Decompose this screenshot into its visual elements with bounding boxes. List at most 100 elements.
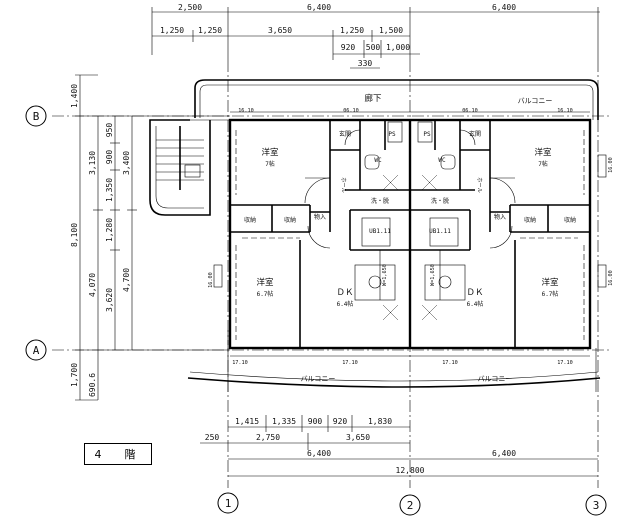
level-b: W=1,650 [430, 264, 436, 286]
bottom-dimensions: 1,415 1,335 900 920 1,830 250 2,750 3,65… [200, 415, 598, 477]
label-storage-ll: 収納 [244, 216, 256, 224]
label-entrance-right: 玄関 [469, 130, 481, 138]
dim-500: 500 [366, 43, 381, 52]
label-dk-left: ＤＫ [336, 288, 353, 298]
fh-bottom-1: 17.10 [232, 360, 248, 366]
label-wc-right: WC [438, 157, 446, 164]
label-hall-left: ホール [340, 177, 347, 193]
fh-bottom-4: 17.10 [557, 360, 573, 366]
axis-lines [52, 60, 610, 488]
fh-top-mid: 06.10 [343, 108, 359, 114]
dim-1350: 1,350 [105, 178, 114, 202]
dim-2750: 2,750 [256, 433, 280, 442]
svg-text:A: A [33, 344, 40, 357]
fh-top-right: 16.10 [557, 108, 573, 114]
label-storage-rr: 収納 [564, 216, 576, 224]
area-western-room-lr: 6.7帖 [542, 290, 559, 298]
dim-6906: 690.6 [88, 373, 97, 397]
axis-bubble-a: A [25, 339, 47, 361]
building-walls [187, 79, 601, 392]
label-closet-right: 物入 [494, 213, 506, 221]
label-ps-left: PS [388, 131, 396, 138]
axis-bubble-1: 1 [217, 492, 239, 514]
area-western-room-ul: 7帖 [265, 160, 275, 168]
dim-1700: 1,700 [70, 363, 79, 387]
dim-top-6400a: 6,400 [307, 3, 331, 12]
dim-6400d: 6,400 [492, 449, 516, 458]
dim-900b: 900 [308, 417, 323, 426]
dim-3620: 3,620 [105, 288, 114, 312]
fh-bottom-2: 17.10 [342, 360, 358, 366]
top-dimensions: 2,500 6,400 6,400 1,250 1,250 3,650 1,25… [151, 3, 600, 69]
right-unit-partitions [213, 119, 607, 348]
dim-920: 920 [341, 43, 356, 52]
fh-side-right-upper: 16.00 [608, 157, 614, 173]
dim-1250b: 1,250 [198, 26, 222, 35]
level-a: W=1,650 [382, 264, 388, 286]
label-closet-left: 物入 [314, 213, 326, 221]
staircase [149, 119, 230, 216]
dim-1250a: 1,250 [160, 26, 184, 35]
dim-4070: 4,070 [88, 273, 97, 297]
left-dimensions: 1,400 8,100 1,700 3,130 4,070 690.6 950 … [70, 74, 230, 401]
area-dk-left: 6.4帖 [337, 300, 354, 308]
fh-bottom-3: 17.10 [442, 360, 458, 366]
label-ps-right: PS [423, 131, 431, 138]
dim-1400: 1,400 [70, 84, 79, 108]
dim-920b: 920 [333, 417, 348, 426]
label-balcony-top: バルコニー [518, 97, 553, 105]
room-labels: 廊下 バルコニー 洋室 7帖 洋室 7帖 洋室 6.7帖 洋室 6.7帖 ＤＫ … [208, 93, 614, 383]
label-western-room-lr: 洋室 [541, 277, 559, 288]
label-ub-right: UB1.11 [429, 228, 451, 235]
fh-side-right-lower: 16.00 [608, 270, 614, 286]
label-storage-lr: 収納 [284, 216, 296, 224]
label-storage-rl: 収納 [524, 216, 536, 224]
dim-top-2500: 2,500 [178, 3, 202, 12]
area-western-room-ll: 6.7帖 [257, 290, 274, 298]
dim-6400c: 6,400 [307, 449, 331, 458]
dim-8100: 8,100 [70, 223, 79, 247]
label-wc-left: WC [374, 157, 382, 164]
dim-250: 250 [205, 433, 220, 442]
dim-900: 900 [105, 150, 114, 165]
label-balcony-left: バルコニー [301, 375, 336, 383]
label-washroom-right: 洗・脱 [431, 197, 449, 205]
fh-side-left: 16.00 [208, 272, 214, 288]
dim-1830: 1,830 [368, 417, 392, 426]
axis-bubble-b: B [25, 105, 47, 127]
label-western-room-ll: 洋室 [256, 277, 274, 288]
svg-text:3: 3 [593, 499, 600, 512]
dim-330: 330 [358, 59, 373, 68]
svg-text:B: B [33, 110, 40, 123]
dim-1250c: 1,250 [340, 26, 364, 35]
dim-3650b: 3,650 [346, 433, 370, 442]
label-ub-left: UB1.11 [369, 228, 391, 235]
label-dk-right: ＤＫ [466, 288, 483, 298]
area-dk-right: 6.4帖 [467, 300, 484, 308]
label-western-room-ur: 洋室 [534, 147, 552, 158]
dim-950: 950 [105, 123, 114, 138]
axis-bubble-3: 3 [585, 494, 607, 516]
label-hall-right: ホール [476, 177, 483, 193]
area-western-room-ur: 7帖 [538, 160, 548, 168]
fh-top-mid-right: 06.10 [462, 108, 478, 114]
dim-12800: 12,800 [396, 466, 425, 475]
left-unit-partitions [227, 119, 410, 348]
dim-1415: 1,415 [235, 417, 259, 426]
label-washroom-left: 洗・脱 [371, 197, 389, 205]
label-western-room-ul: 洋室 [261, 147, 279, 158]
dim-1335: 1,335 [272, 417, 296, 426]
svg-text:1: 1 [225, 497, 232, 510]
label-entrance-left: 玄関 [339, 130, 351, 138]
dim-3400: 3,400 [122, 151, 131, 175]
dim-4700: 4,700 [122, 268, 131, 292]
axis-bubble-2: 2 [399, 494, 421, 516]
dim-top-6400b: 6,400 [492, 3, 516, 12]
svg-text:2: 2 [407, 499, 414, 512]
dim-3650: 3,650 [268, 26, 292, 35]
label-balcony-right: バルコニー [478, 375, 513, 383]
floor-label: 4 階 [84, 443, 152, 465]
label-corridor: 廊下 [364, 93, 382, 104]
dim-1000: 1,000 [386, 43, 410, 52]
